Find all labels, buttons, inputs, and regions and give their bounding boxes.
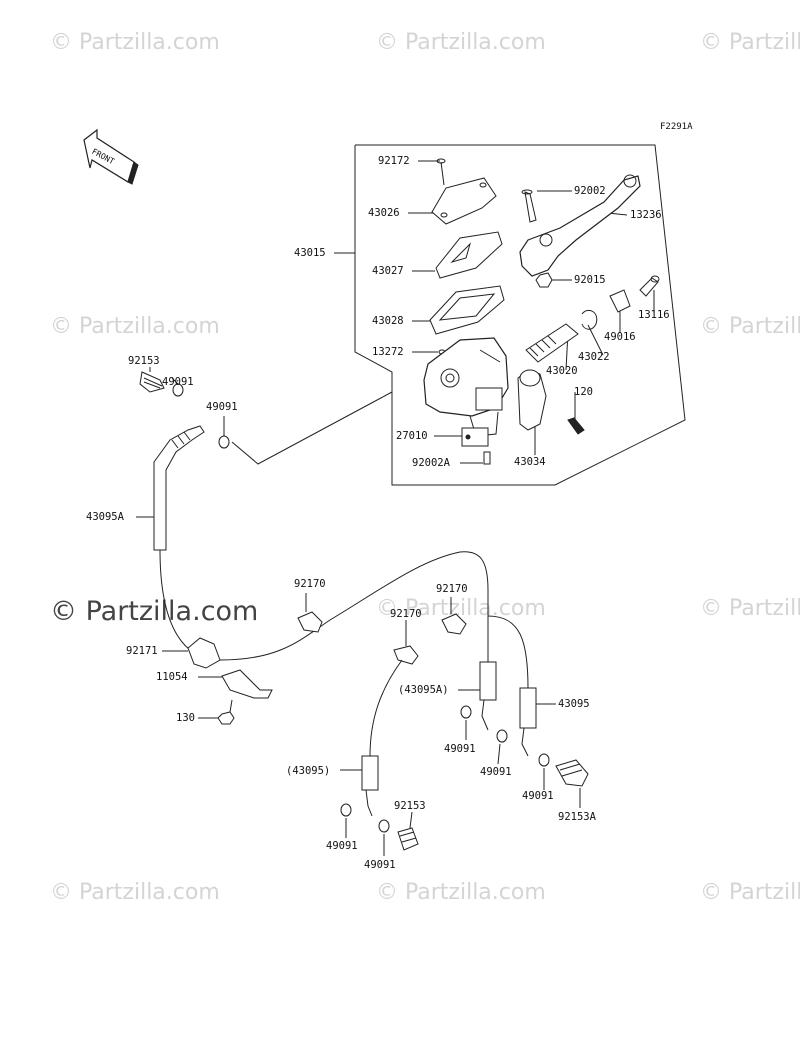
part-label-49091-f: 49091: [326, 840, 358, 852]
part-label-43095A-paren: (43095A): [398, 684, 449, 696]
part-label-13272: 13272: [372, 346, 404, 358]
part-label-49091-d: 49091: [480, 766, 512, 778]
part-label-49091-a: 49091: [162, 376, 194, 388]
watermark-6: © Partzilla.com: [376, 596, 546, 621]
part-label-43028: 43028: [372, 315, 404, 327]
part-label-13236: 13236: [630, 209, 662, 221]
part-label-49091-b: 49091: [206, 401, 238, 413]
part-label-43027: 43027: [372, 265, 404, 277]
part-label-49016: 49016: [604, 331, 636, 343]
part-label-43020: 43020: [546, 365, 578, 377]
part-label-43095: 43095: [558, 698, 590, 710]
front-arrow-icon: [83, 128, 139, 185]
watermark-7: © Partzilla.com: [700, 596, 800, 621]
watermark-10: © Partzilla.com: [700, 880, 800, 905]
part-label-49091-g: 49091: [364, 859, 396, 871]
watermark-4: © Partzilla.com: [50, 314, 220, 339]
diagram-code: F2291A: [660, 122, 693, 132]
part-label-43034: 43034: [514, 456, 546, 468]
part-label-43026: 43026: [368, 207, 400, 219]
part-label-120: 120: [574, 386, 593, 398]
part-label-49091-e: 49091: [522, 790, 554, 802]
part-label-11054: 11054: [156, 671, 188, 683]
watermark-9: © Partzilla.com: [376, 880, 546, 905]
part-label-43022: 43022: [578, 351, 610, 363]
part-label-13116: 13116: [638, 309, 670, 321]
part-label-92170-a: 92170: [294, 578, 326, 590]
watermark-2: © Partzilla.com: [376, 30, 546, 55]
part-label-92170-b: 92170: [436, 583, 468, 595]
part-label-49091-c: 49091: [444, 743, 476, 755]
part-label-43095A: 43095A: [86, 511, 124, 523]
part-label-92153-bot: 92153: [394, 800, 426, 812]
watermark-5: © Partzilla.com: [700, 314, 800, 339]
part-label-92172: 92172: [378, 155, 410, 167]
watermark-main: © Partzilla.com: [50, 596, 259, 627]
part-label-92170-c: 92170: [390, 608, 422, 620]
part-label-92002: 92002: [574, 185, 606, 197]
part-label-43095-paren: (43095): [286, 765, 331, 777]
assembly-box: [354, 144, 686, 486]
part-label-92002A: 92002A: [412, 457, 450, 469]
part-label-130: 130: [176, 712, 195, 724]
part-label-27010: 27010: [396, 430, 428, 442]
watermark-3: © Partzilla.com: [700, 30, 800, 55]
watermark-8: © Partzilla.com: [50, 880, 220, 905]
part-label-92015: 92015: [574, 274, 606, 286]
part-label-92171: 92171: [126, 645, 158, 657]
part-label-43015: 43015: [294, 247, 326, 259]
part-label-92153A: 92153A: [558, 811, 596, 823]
part-label-92153-top: 92153: [128, 355, 160, 367]
watermark-1: © Partzilla.com: [50, 30, 220, 55]
